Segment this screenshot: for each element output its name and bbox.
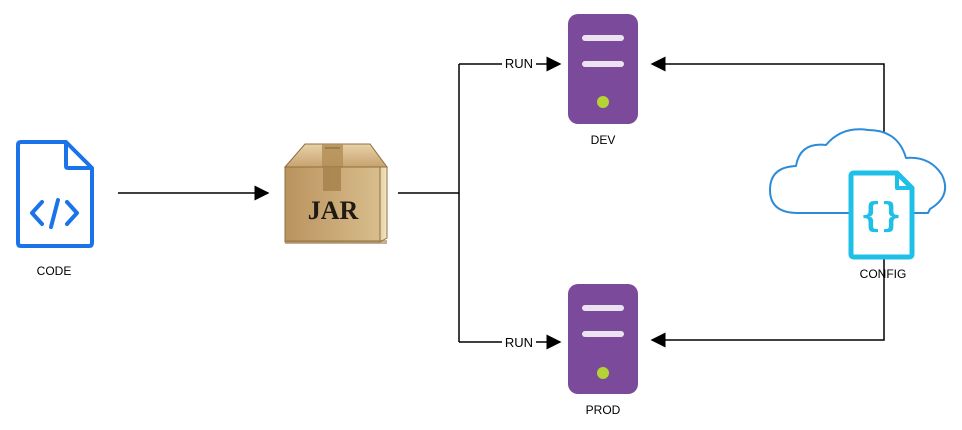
node-dev: DEV	[568, 14, 638, 147]
cloud-config-file-icon: {}	[769, 128, 946, 260]
node-label-prod: PROD	[586, 403, 621, 417]
code-file-icon	[16, 140, 94, 248]
edge-label-run-dev: RUN	[505, 56, 533, 71]
jar-box-label: JAR	[308, 196, 359, 225]
svg-text:{}: {}	[861, 196, 902, 236]
edge-config-to-prod	[650, 250, 885, 348]
node-label-code: CODE	[37, 264, 72, 278]
server-icon	[568, 284, 638, 394]
connectors: RUN RUN	[118, 55, 885, 350]
node-label-config: CONFIG	[860, 267, 907, 281]
node-jar: JAR	[283, 143, 388, 244]
node-code: CODE	[16, 140, 94, 278]
config-file-icon: {}	[848, 170, 915, 260]
jar-box-icon: JAR	[283, 143, 388, 244]
node-label-dev: DEV	[591, 133, 616, 147]
node-prod: PROD	[568, 284, 638, 417]
node-config: {} CONFIG	[769, 128, 946, 281]
edge-label-run-prod: RUN	[505, 335, 533, 350]
server-icon	[568, 14, 638, 124]
